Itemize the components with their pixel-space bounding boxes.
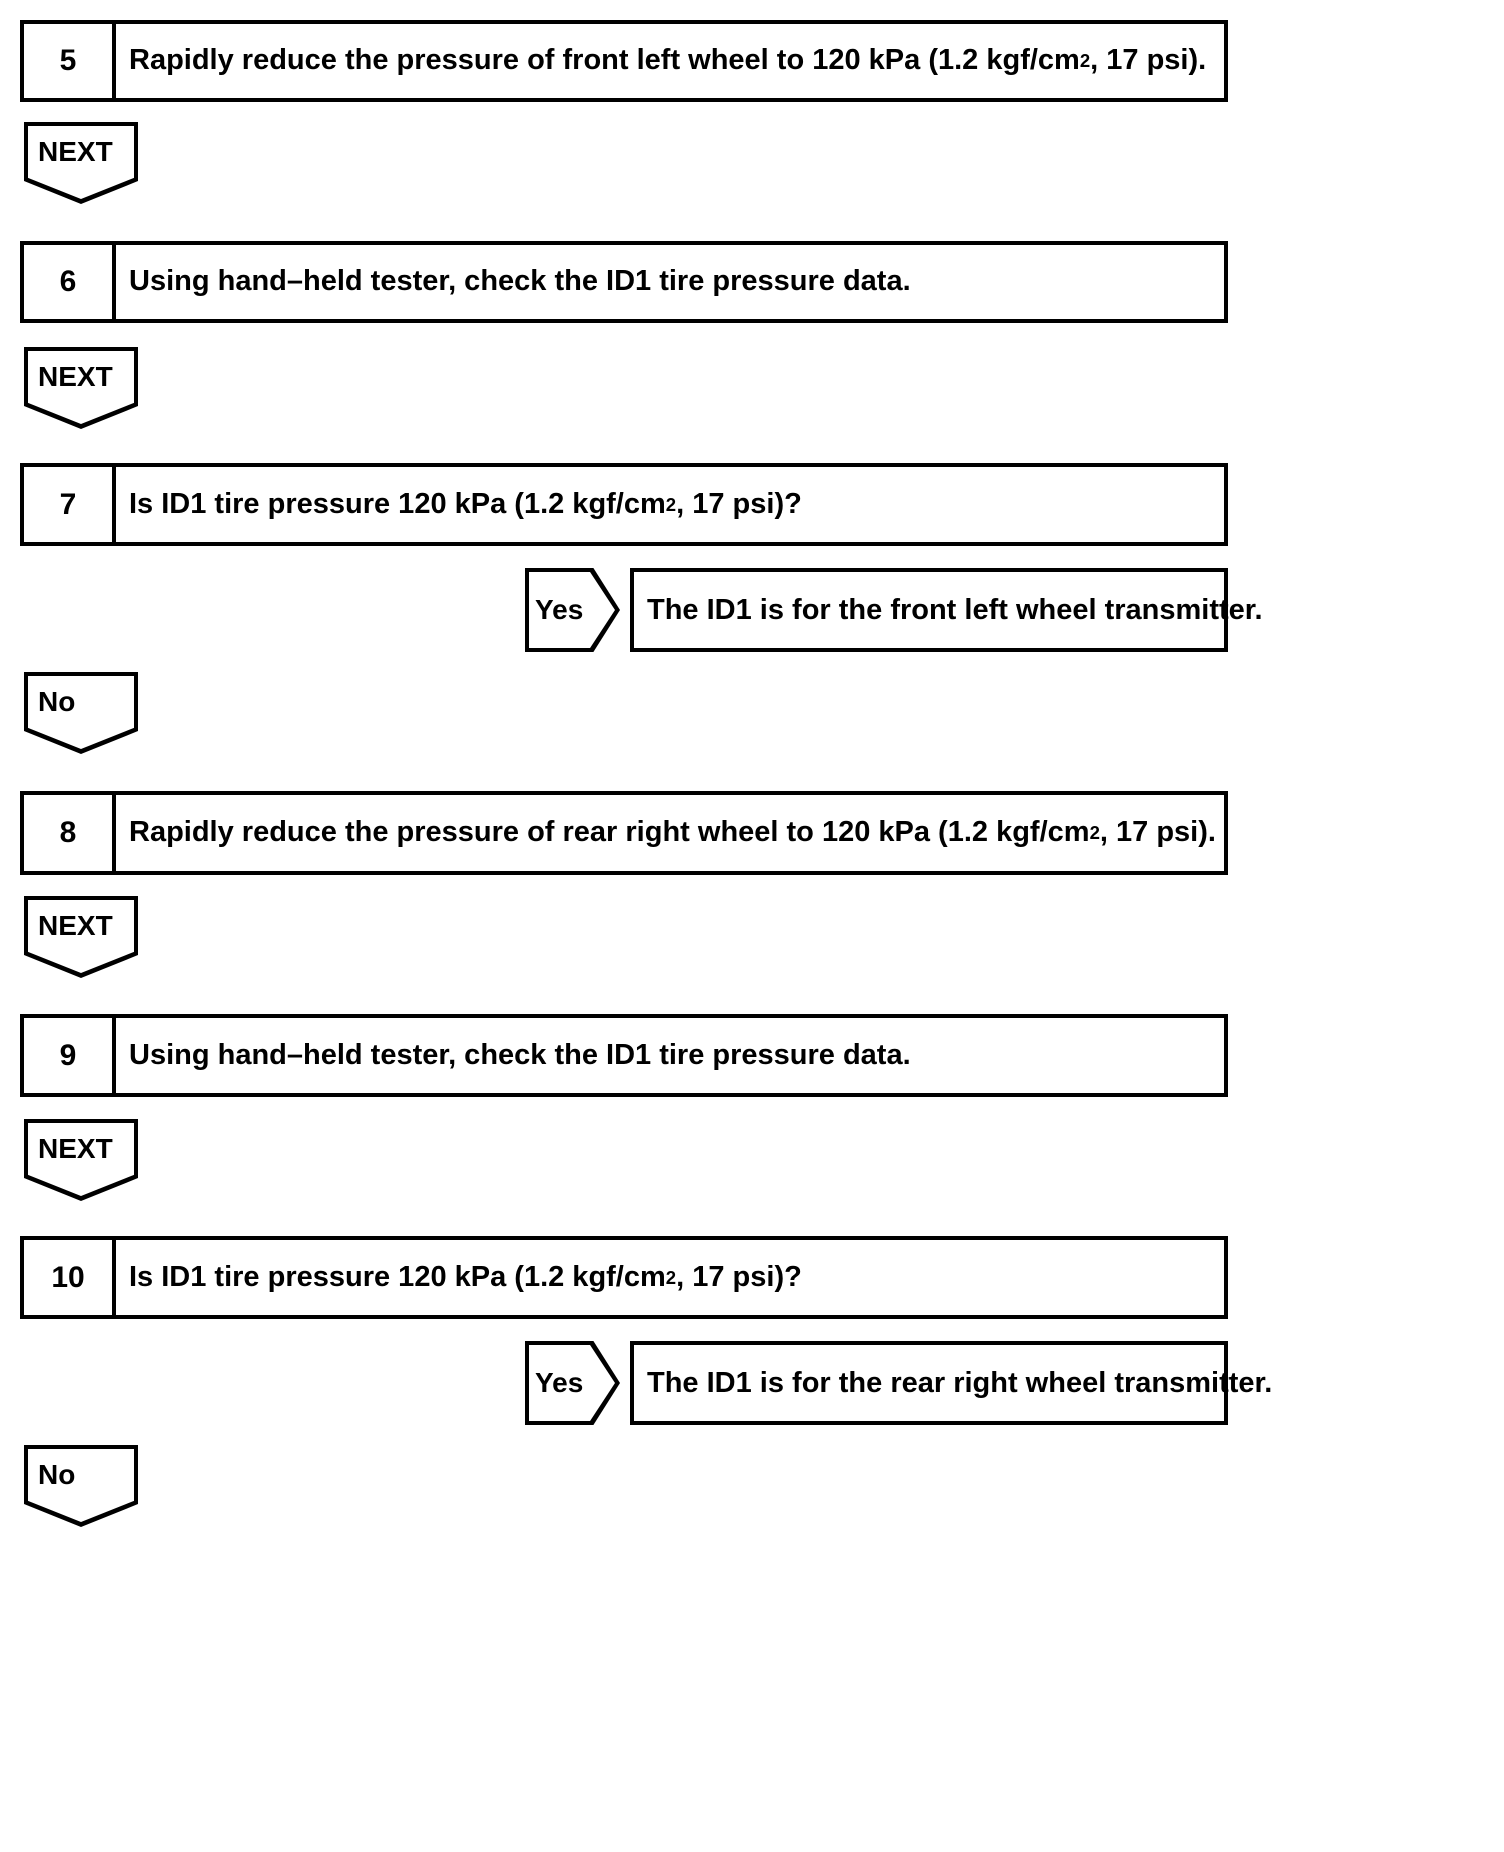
step-text-6-main: Using hand–held tester, check the ID1 ti… [129, 265, 911, 298]
step-text-7-tail: , 17 psi)? [676, 487, 802, 520]
connector-yes-1-label: Yes [535, 594, 584, 625]
connector-no-2: No [24, 1445, 138, 1527]
step-text-5-main: Rapidly reduce the pressure of front lef… [129, 44, 1080, 77]
step-text-8: Rapidly reduce the pressure of rear righ… [129, 816, 1216, 849]
step-number-10: 10 [24, 1240, 116, 1315]
connector-yes-2: Yes [525, 1341, 620, 1425]
connector-next-1-label: NEXT [38, 135, 113, 167]
connector-next-2: NEXT [24, 347, 138, 429]
step-row-8: 8 Rapidly reduce the pressure of rear ri… [20, 791, 1228, 875]
step-row-6: 6 Using hand–held tester, check the ID1 … [20, 241, 1228, 323]
connector-yes-1: Yes [525, 568, 620, 652]
step-number-5: 5 [24, 24, 116, 98]
step-number-6: 6 [24, 245, 116, 319]
step-text-7-main: Is ID1 tire pressure 120 kPa (1.2 kgf/cm [129, 487, 666, 520]
connector-no-1: No [24, 672, 138, 754]
connector-next-3: NEXT [24, 896, 138, 978]
step-text-10-main: Is ID1 tire pressure 120 kPa (1.2 kgf/cm [129, 1260, 666, 1293]
step-text-5-tail: , 17 psi). [1090, 44, 1207, 77]
connector-no-1-label: No [38, 685, 76, 717]
result-box-front-left: The ID1 is for the front left wheel tran… [630, 568, 1263, 652]
result-box-rear-right: The ID1 is for the rear right wheel tran… [630, 1341, 1272, 1425]
step-text-7: Is ID1 tire pressure 120 kPa (1.2 kgf/cm… [129, 487, 802, 520]
connector-next-4-label: NEXT [38, 1132, 113, 1164]
step-text-10: Is ID1 tire pressure 120 kPa (1.2 kgf/cm… [129, 1260, 802, 1293]
connector-next-1: NEXT [24, 122, 138, 204]
step-text-8-main: Rapidly reduce the pressure of rear righ… [129, 816, 1090, 849]
step-text-8-tail: , 17 psi). [1099, 816, 1216, 849]
step-text-9-main: Using hand–held tester, check the ID1 ti… [129, 1038, 911, 1071]
step-row-7: 7 Is ID1 tire pressure 120 kPa (1.2 kgf/… [20, 463, 1228, 546]
connector-next-4: NEXT [24, 1119, 138, 1201]
connector-next-2-label: NEXT [38, 360, 113, 392]
step-row-10: 10 Is ID1 tire pressure 120 kPa (1.2 kgf… [20, 1236, 1228, 1319]
step-row-5: 5 Rapidly reduce the pressure of front l… [20, 20, 1228, 102]
step-text-9: Using hand–held tester, check the ID1 ti… [116, 1018, 1224, 1093]
step-text-5: Rapidly reduce the pressure of front lef… [129, 44, 1207, 77]
step-text-6: Using hand–held tester, check the ID1 ti… [116, 245, 1224, 319]
connector-no-2-label: No [38, 1458, 76, 1490]
step-number-7: 7 [24, 467, 116, 542]
connector-yes-2-label: Yes [535, 1367, 584, 1398]
step-text-10-tail: , 17 psi)? [676, 1260, 802, 1293]
connector-next-3-label: NEXT [38, 909, 113, 941]
step-number-8: 8 [24, 795, 116, 871]
step-row-9: 9 Using hand–held tester, check the ID1 … [20, 1014, 1228, 1097]
step-number-9: 9 [24, 1018, 116, 1093]
